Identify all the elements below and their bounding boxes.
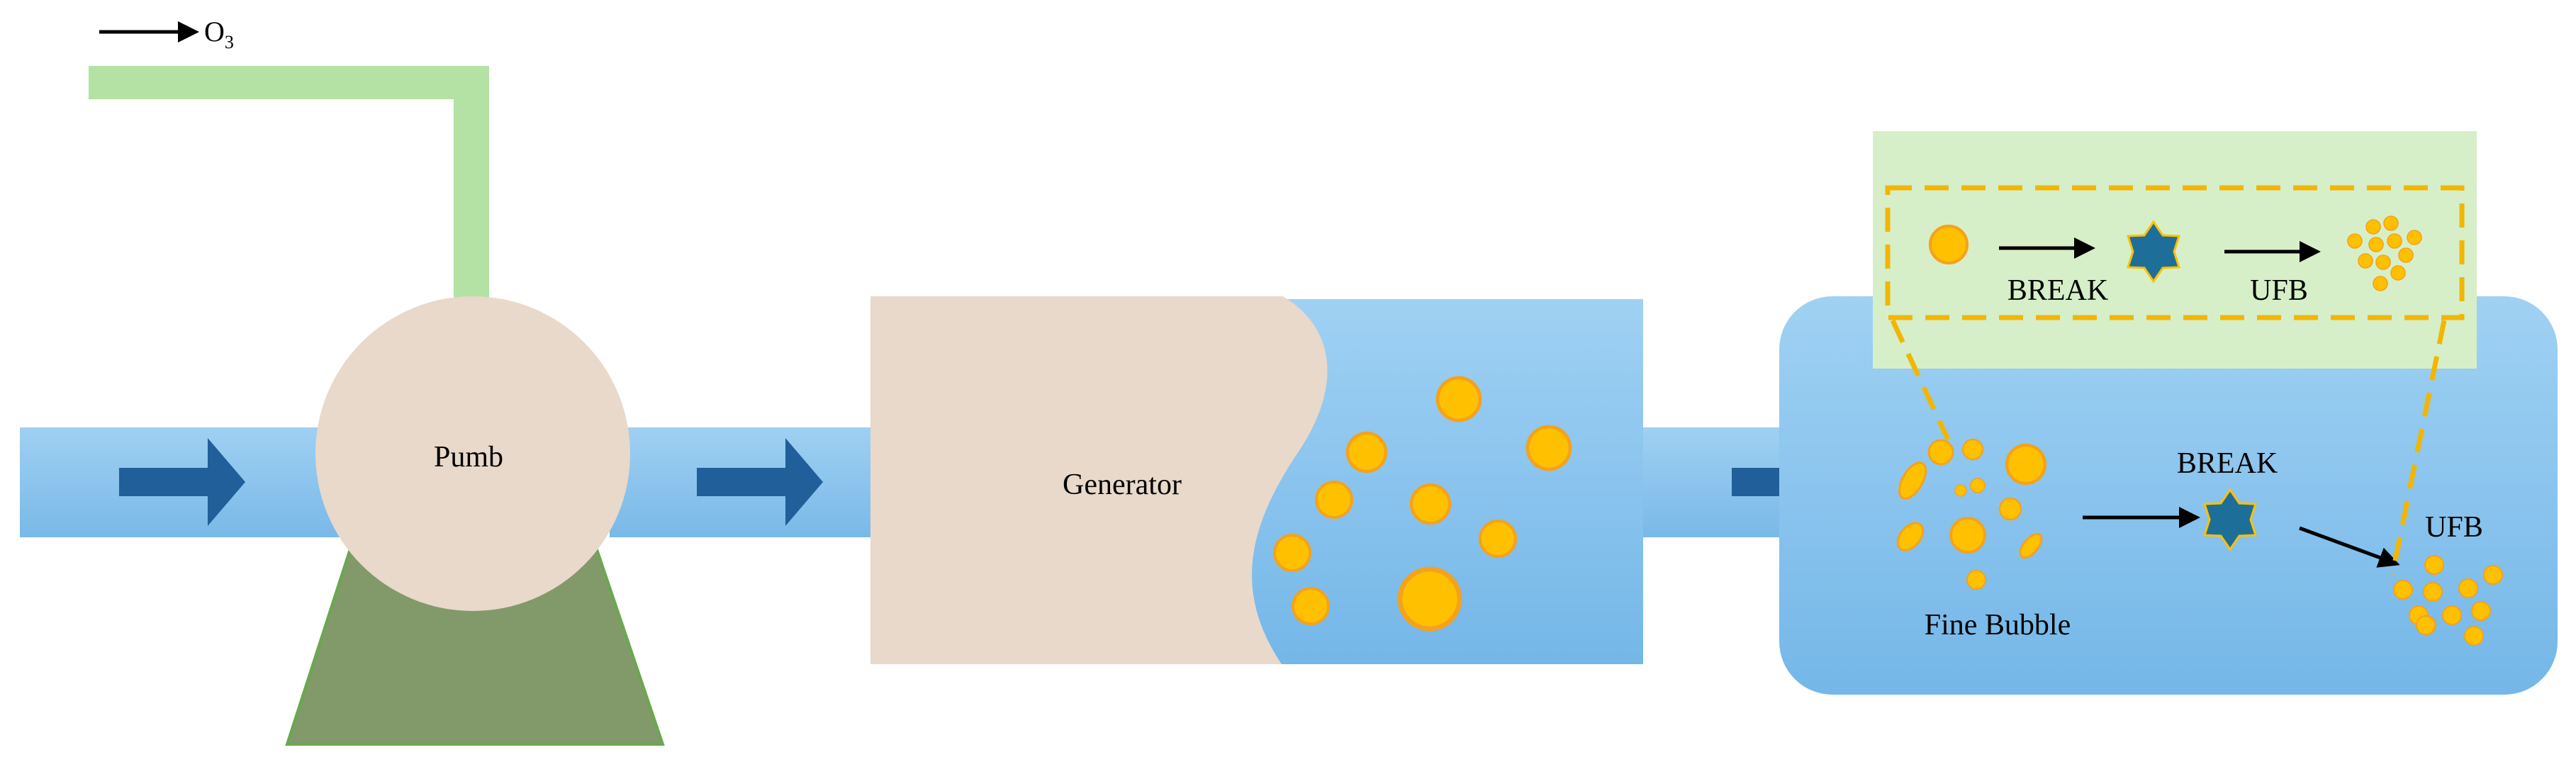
bubble-icon (2470, 600, 2492, 622)
ozone-intake: O3 (89, 16, 489, 298)
bubble-icon (1927, 439, 1954, 466)
bubble-icon (1411, 485, 1450, 523)
bubble-icon (1479, 520, 1517, 558)
bubble-icon (2398, 247, 2414, 263)
bubble-icon (1273, 534, 1311, 572)
bubble-icon (2424, 554, 2445, 576)
bubble-icon (2375, 254, 2391, 270)
bubble-icon (2415, 615, 2436, 636)
bubble-icon (2392, 579, 2414, 600)
generator-unit: Generator (870, 296, 1643, 664)
bubble-icon (2368, 237, 2384, 252)
bubble-icon (2007, 445, 2045, 483)
inset-connector-left (1890, 319, 1951, 441)
inset-break-label: BREAK (2007, 274, 2108, 307)
bubble-icon (2458, 578, 2479, 599)
pump-body (315, 296, 630, 611)
bubble-icon (2463, 625, 2485, 646)
bubble-icon (2019, 532, 2043, 559)
tank-body (1779, 296, 2558, 695)
bubble-icon (1930, 226, 1967, 263)
bubble-icon (2347, 233, 2363, 249)
bubble-icon (1961, 438, 1984, 461)
bubble-icon (2390, 265, 2406, 281)
bubble-icon (2365, 219, 2381, 235)
bubble-icon (2373, 276, 2388, 291)
bubble-icon (1400, 569, 1460, 629)
generator-label: Generator (1063, 469, 1182, 501)
ufb-arrow (2299, 526, 2400, 568)
inset-ufb-label: UFB (2250, 274, 2308, 307)
ufb-label: UFB (2425, 511, 2483, 544)
bubble-icon (1949, 517, 1986, 554)
magnified-inset: BREAK UFB (1873, 131, 2477, 575)
inset-dashed-frame (1885, 185, 2465, 320)
pump-label: Pumb (434, 441, 503, 474)
burst-star-icon (2202, 488, 2258, 551)
pump: Pumb (285, 296, 665, 746)
bubble-icon (1315, 481, 1353, 519)
inset-connector-right (2390, 320, 2447, 575)
bubble-icon (2407, 230, 2422, 245)
ufb-tank: Fine Bubble BREAK UFB (1779, 296, 2558, 695)
bubble-icon (1970, 478, 1986, 493)
bubble-icon (2387, 233, 2402, 249)
bubble-icon (2422, 581, 2443, 603)
break-label: BREAK (2177, 447, 2278, 480)
bubble-icon (1348, 433, 1386, 471)
bubble-icon (2441, 605, 2463, 626)
flow-arrow-icon (697, 438, 823, 526)
ozone-feed-pipe (89, 66, 489, 298)
ozone-label: O3 (204, 16, 234, 52)
bubble-icon (2482, 564, 2504, 585)
burst-star-icon (2126, 220, 2181, 284)
bubble-icon (2383, 215, 2399, 231)
bubble-icon (1966, 569, 1987, 590)
bubble-icon (2358, 253, 2373, 269)
bubble-icon (1896, 522, 1925, 551)
bubble-icon (1438, 378, 1480, 420)
bubble-icon (1292, 587, 1330, 625)
bubble-icon (1998, 497, 2022, 521)
fine-bubble-cluster (1896, 438, 2045, 590)
bubble-icon (1528, 427, 1570, 469)
generator-body (870, 296, 1328, 664)
bubble-icon (1898, 461, 1927, 500)
fine-bubble-label: Fine Bubble (1925, 609, 2071, 641)
bubble-icon (1954, 484, 1967, 497)
ozone-subscript: 3 (225, 32, 234, 52)
flow-arrow-icon (119, 438, 245, 526)
